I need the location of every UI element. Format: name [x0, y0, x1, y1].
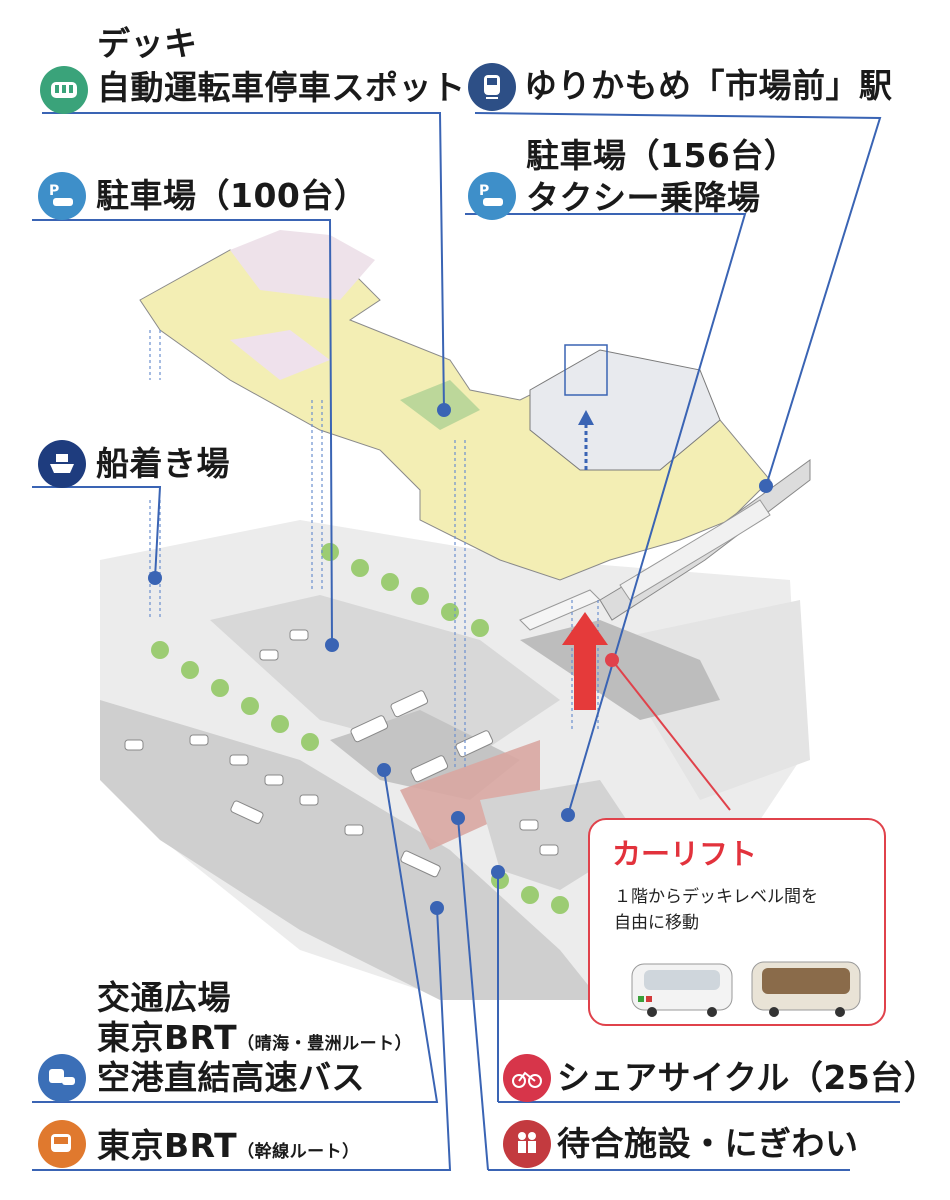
elevated-deck: [139, 230, 771, 581]
bus-car-icon: [38, 1054, 86, 1102]
yurikamome-station-label: ゆりかもめ「市場前」駅: [524, 66, 893, 105]
car-lift-line1: １階からデッキレベル間を: [614, 887, 818, 907]
svg-text:P: P: [49, 183, 59, 199]
bicycle-icon: [503, 1054, 551, 1102]
ground-level: [100, 520, 810, 1000]
yurikamome-track: [519, 459, 811, 631]
brt-trunk-name: 東京BRT: [97, 1126, 238, 1165]
car-lift-title: カーリフト: [612, 837, 758, 871]
brt-label: 東京BRT: [97, 1018, 238, 1057]
brt-trunk-label: 東京BRT（幹線ルート）: [97, 1126, 360, 1172]
parking156-label-line1: 駐車場（156台）: [526, 136, 798, 175]
plaza-label-line3: 空港直結高速バス: [97, 1058, 365, 1097]
parking156-label-line2: タクシー乗降場: [526, 178, 761, 217]
parking100-label: 駐車場（100台）: [96, 176, 368, 215]
bus-stop-icon: [40, 66, 88, 114]
ferry-landing-label: 船着き場: [96, 444, 230, 483]
car-lift-arrow: [562, 612, 608, 710]
plaza-label-line1: 交通広場: [97, 978, 231, 1017]
parking-car-icon: P: [468, 172, 516, 220]
waiting-facility-label: 待合施設・にぎわい: [557, 1124, 859, 1163]
brt-bus-icon: [38, 1120, 86, 1168]
svg-text:P: P: [479, 183, 489, 199]
waiting-people-icon: [503, 1120, 551, 1168]
deck-label-line2: 自動運転車停車スポット: [97, 68, 466, 107]
brt-route-note: （晴海・豊洲ルート）: [237, 1034, 413, 1054]
car-lift-callout: カーリフト １階からデッキレベル間を 自由に移動: [588, 818, 886, 1026]
car-lift-line2: 自由に移動: [614, 913, 699, 933]
ferry-icon: [38, 440, 86, 488]
parking-car-icon: P: [38, 172, 86, 220]
deck-label-line1: デッキ: [97, 24, 198, 63]
plaza-label-line2: 東京BRT（晴海・豊洲ルート）: [97, 1018, 412, 1064]
share-cycle-label: シェアサイクル（25台）: [557, 1058, 938, 1097]
autonomous-vehicle-images: [631, 961, 861, 1017]
train-icon: [468, 63, 516, 111]
car-lift-description: １階からデッキレベル間を 自由に移動: [614, 884, 818, 936]
brt-trunk-route-note: （幹線ルート）: [237, 1142, 360, 1162]
